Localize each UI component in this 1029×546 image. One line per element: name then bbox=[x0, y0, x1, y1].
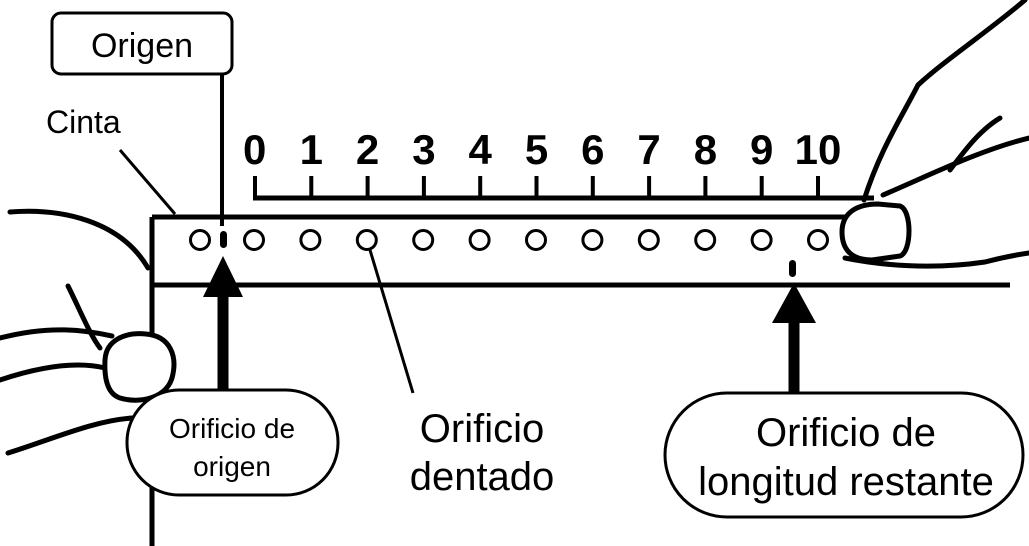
scale-tick-label: 3 bbox=[412, 126, 435, 173]
scale-tick-label: 9 bbox=[750, 126, 773, 173]
scale-tick-label: 10 bbox=[795, 126, 842, 173]
origin-hole-label-line1: Orificio de bbox=[169, 413, 295, 444]
tape-label: Cinta bbox=[46, 104, 121, 140]
remaining-hole-label-line2: longitud restante bbox=[698, 460, 994, 504]
origin-hole-arrow bbox=[203, 256, 243, 390]
sprocket-hole bbox=[189, 229, 211, 251]
sprocket-hole bbox=[637, 229, 660, 251]
remaining-hole-callout: Orificio de longitud restante bbox=[663, 391, 1025, 519]
scale-tick-label: 6 bbox=[581, 126, 604, 173]
scale-tick-label: 8 bbox=[694, 126, 717, 173]
remaining-length-hole-marker bbox=[789, 260, 796, 277]
sprocket-hole-label-line2: dentado bbox=[410, 455, 555, 499]
sprocket-hole bbox=[299, 229, 322, 251]
sprocket-hole-label-line1: Orificio bbox=[420, 407, 544, 451]
origin-callout: Origen bbox=[50, 11, 234, 226]
origin-label: Origen bbox=[91, 27, 193, 65]
sprocket-hole bbox=[807, 229, 829, 251]
remaining-hole-label-line1: Orificio de bbox=[756, 411, 936, 455]
sprocket-hole bbox=[468, 229, 491, 251]
sprocket-hole bbox=[355, 229, 378, 251]
right-hand-illustration bbox=[839, 0, 1029, 269]
origin-hole-marker bbox=[220, 231, 227, 248]
scale-tick-label: 7 bbox=[637, 126, 660, 173]
scale-tick-label: 5 bbox=[525, 126, 548, 173]
tape-callout: Cinta bbox=[46, 104, 177, 215]
sprocket-hole bbox=[694, 229, 717, 251]
sprocket-hole-callout: Orificio dentado bbox=[410, 407, 555, 499]
sprocket-holes bbox=[189, 229, 829, 251]
scale-tick-label: 0 bbox=[243, 126, 266, 173]
sprocket-hole bbox=[243, 229, 265, 251]
sprocket-hole bbox=[412, 229, 435, 251]
sprocket-hole bbox=[581, 229, 604, 251]
remaining-hole-arrow bbox=[772, 283, 816, 393]
scale-tick-label: 2 bbox=[356, 126, 379, 173]
left-hand-illustration bbox=[0, 208, 177, 456]
origin-hole-callout: Orificio de origen bbox=[125, 388, 340, 497]
origin-hole-label-line2: origen bbox=[193, 451, 271, 482]
sprocket-hole bbox=[525, 229, 547, 251]
scale-tick-label: 4 bbox=[469, 126, 493, 173]
sprocket-hole-leader bbox=[368, 249, 415, 394]
sprocket-hole bbox=[750, 229, 773, 251]
scale-tick-label: 1 bbox=[300, 126, 323, 173]
